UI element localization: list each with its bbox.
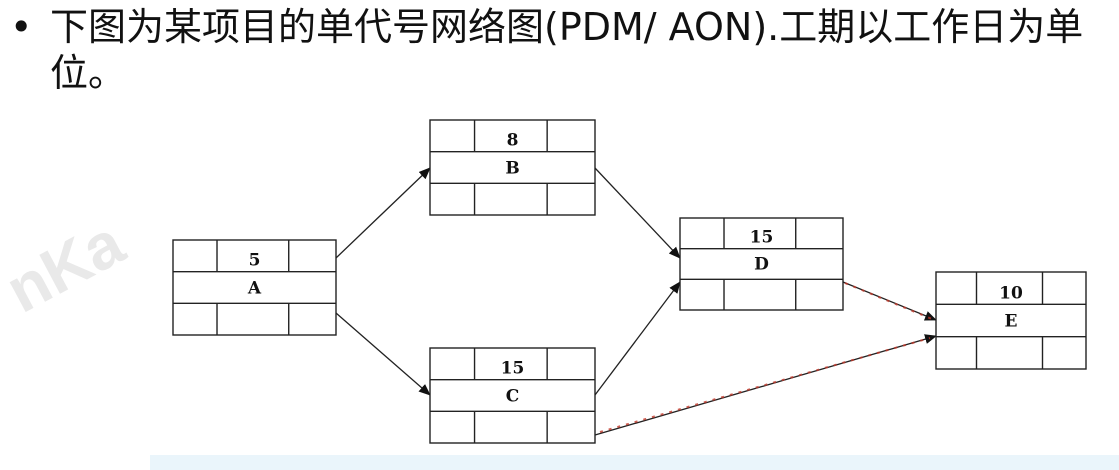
bullet-icon: •	[10, 5, 33, 49]
node-e-duration: 10	[999, 283, 1023, 303]
node-a-label: A	[247, 278, 262, 298]
annotation-mark-d-e	[844, 282, 933, 320]
node-c-duration: 15	[501, 359, 525, 379]
node-d-duration: 15	[750, 228, 774, 248]
node-a-duration: 5	[249, 251, 261, 271]
node-c-label: C	[506, 386, 520, 406]
annotation-mark-c-e	[599, 337, 931, 433]
node-b-label: B	[505, 158, 519, 178]
arrow-a-c	[335, 312, 431, 396]
node-d: 15D	[679, 217, 844, 311]
node-b: 8B	[429, 119, 596, 216]
question-text: 下图为某项目的单代号网络图(PDM/ AON).工期以工作日为单位。	[50, 5, 1084, 95]
arrow-b-d	[594, 167, 681, 259]
arrow-a-b	[335, 167, 431, 259]
edges-layer	[335, 167, 937, 436]
node-a: 5A	[172, 239, 337, 336]
node-e-label: E	[1005, 312, 1018, 332]
node-c: 15C	[429, 347, 596, 444]
node-b-duration: 8	[507, 131, 519, 151]
bottom-band	[150, 455, 1119, 470]
node-d-label: D	[754, 254, 769, 274]
node-e: 10E	[935, 271, 1087, 370]
arrow-c-d	[594, 281, 681, 396]
